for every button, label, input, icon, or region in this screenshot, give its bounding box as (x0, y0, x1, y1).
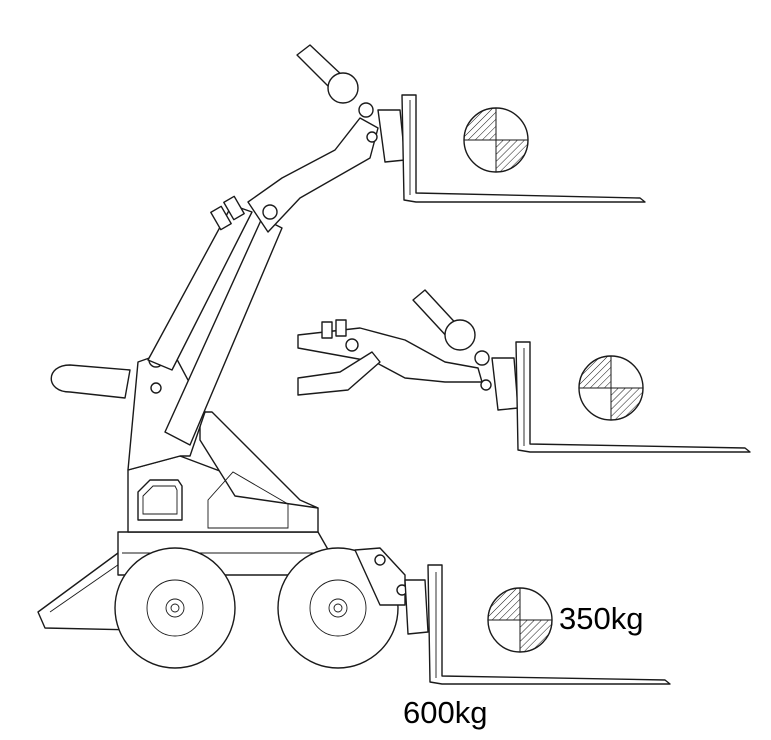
boom-middle (297, 289, 519, 411)
load-capacity-label-lower: 600kg (403, 695, 488, 730)
load-capacity-label-upper: 350kg (559, 601, 644, 636)
boom-raised (147, 44, 406, 446)
boom-lowered (354, 547, 429, 635)
center-of-gravity-icon (463, 107, 529, 173)
fork-lower (427, 564, 671, 685)
fork-middle (515, 341, 751, 453)
center-of-gravity-icon (578, 355, 644, 421)
rear-wheel (114, 547, 236, 669)
fork-upper (401, 94, 646, 203)
center-of-gravity-icon (487, 587, 553, 653)
